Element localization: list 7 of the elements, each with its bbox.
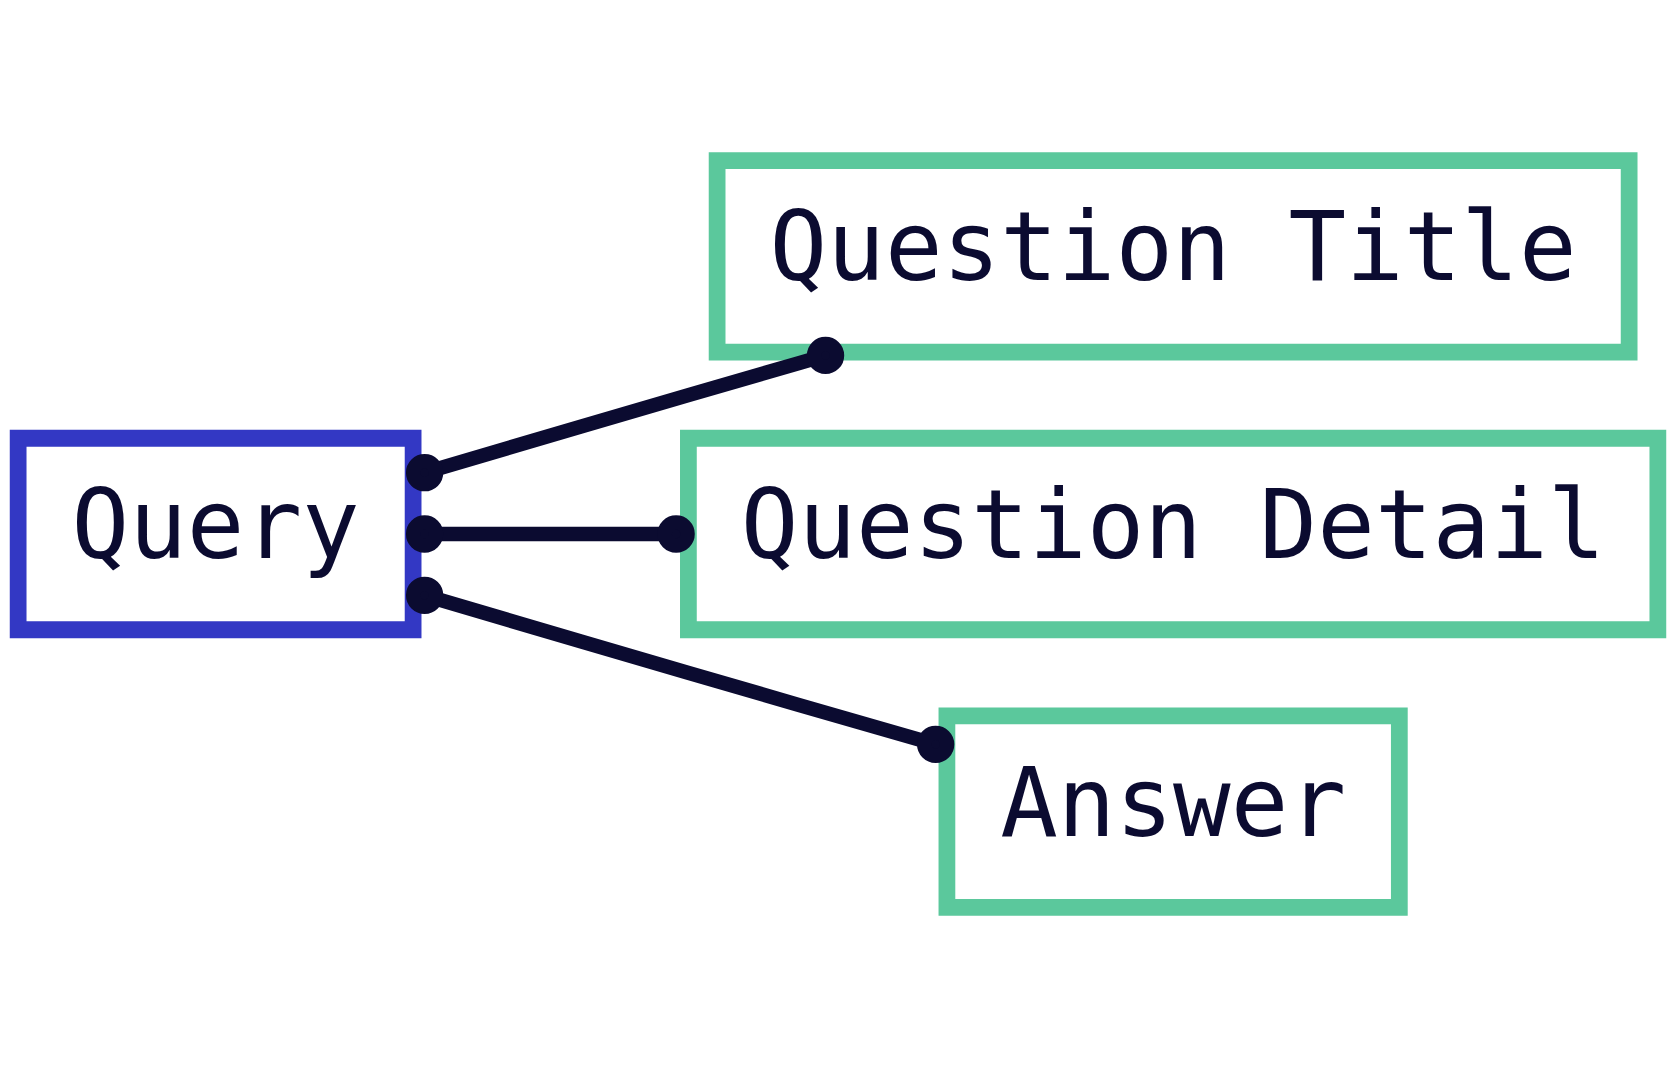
node-box: Answer: [938, 707, 1408, 916]
connector: [405, 515, 695, 553]
connector: [405, 336, 845, 492]
connector: [405, 576, 955, 764]
node-box: Query: [9, 429, 422, 639]
node-box: Question Detail: [680, 429, 1667, 639]
node-box: Question Title: [708, 152, 1638, 361]
